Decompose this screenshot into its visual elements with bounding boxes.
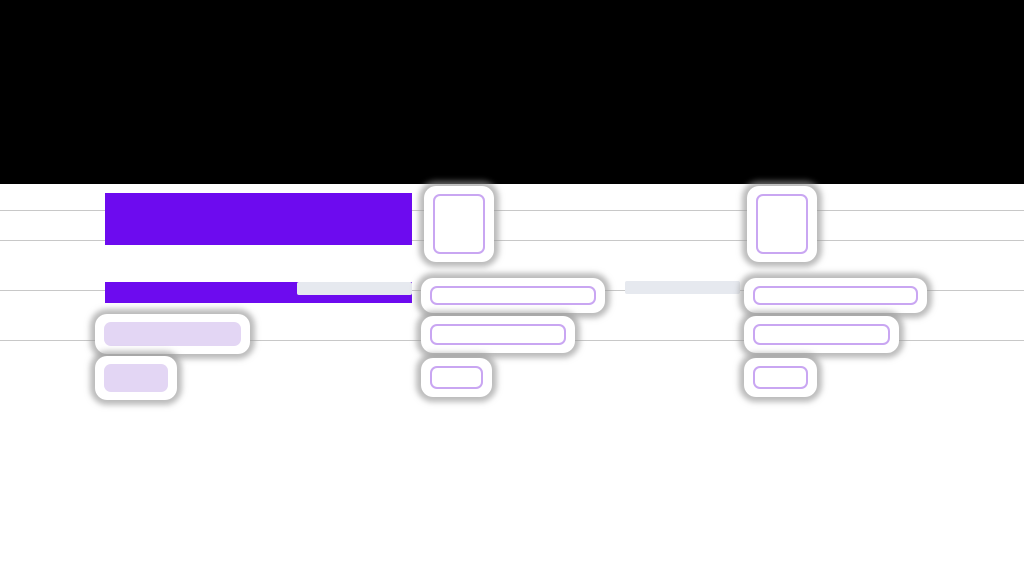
button-skeleton[interactable] — [744, 358, 817, 397]
highlight-block — [105, 193, 412, 245]
row-divider — [0, 240, 1024, 241]
button-box — [753, 366, 808, 389]
checkbox-skeleton[interactable] — [424, 186, 494, 262]
field-box — [753, 286, 918, 305]
field-box — [430, 324, 566, 345]
text-placeholder — [104, 322, 241, 346]
field-skeleton[interactable] — [421, 316, 575, 353]
field-skeleton[interactable] — [421, 278, 605, 313]
field-box — [430, 286, 596, 305]
text-skeleton — [95, 356, 177, 400]
placeholder-bar — [625, 281, 740, 294]
text-skeleton — [95, 314, 250, 354]
row-divider — [0, 210, 1024, 211]
placeholder-bar — [297, 282, 412, 295]
checkbox-skeleton[interactable] — [747, 186, 817, 262]
field-box — [753, 324, 890, 345]
header-banner — [0, 0, 1024, 184]
field-skeleton[interactable] — [744, 278, 927, 313]
button-box — [430, 366, 483, 389]
text-placeholder — [104, 364, 168, 392]
field-skeleton[interactable] — [744, 316, 899, 353]
button-skeleton[interactable] — [421, 358, 492, 397]
checkbox-box — [756, 194, 808, 254]
checkbox-box — [433, 194, 485, 254]
